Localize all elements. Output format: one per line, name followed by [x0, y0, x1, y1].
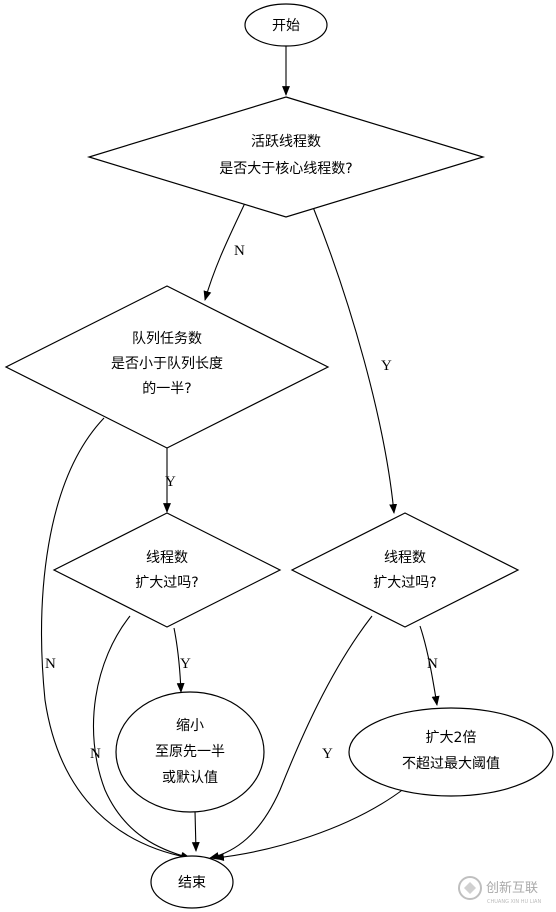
decision-queue-line-2: 是否小于队列长度	[111, 356, 223, 372]
decision-active-line-2: 是否大于核心线程数?	[219, 161, 352, 177]
edge-label-active-yes: Y	[381, 358, 392, 374]
process-expand: 扩大2倍 不超过最大阈值	[348, 707, 554, 797]
start-label: 开始	[272, 18, 300, 34]
edge-active-yes	[312, 206, 398, 514]
decision-right-line-2: 扩大过吗?	[373, 575, 436, 591]
end-label: 结束	[178, 875, 206, 891]
decision-left-line-1: 线程数	[146, 550, 188, 566]
decision-queue-line-1: 队列任务数	[132, 331, 202, 347]
process-shrink: 缩小 至原先一半 或默认值	[115, 691, 265, 813]
decision-active-threads: 活跃线程数 是否大于核心线程数?	[86, 96, 486, 218]
decision-queue-size: 队列任务数 是否小于队列长度 的一半?	[4, 285, 330, 449]
edge-left-yes	[173, 627, 185, 693]
edge-queue-no	[41, 417, 191, 861]
edge-label-queue-yes: Y	[165, 474, 176, 490]
edge-label-right-yes: Y	[322, 746, 333, 762]
edge-label-right-no: N	[427, 656, 438, 672]
start-node: 开始	[244, 3, 328, 47]
decision-left-line-2: 扩大过吗?	[135, 575, 198, 591]
edge-left-no	[92, 615, 191, 860]
watermark-subtext: CHUANG XIN HU LIAN	[487, 899, 541, 905]
edge-right-no	[419, 625, 440, 706]
end-node: 结束	[150, 855, 234, 909]
edge-label-active-no: N	[234, 243, 245, 259]
edges	[41, 46, 440, 861]
decision-right-line-1: 线程数	[384, 550, 426, 566]
expand-line-1: 扩大2倍	[426, 730, 477, 746]
shrink-line-2: 至原先一半	[155, 744, 225, 760]
decision-expanded-left: 线程数 扩大过吗?	[52, 512, 282, 628]
edge-shrink-to-end	[191, 810, 200, 852]
watermark: 创新互联 CHUANG XIN HU LIAN	[458, 876, 541, 905]
shrink-line-1: 缩小	[176, 718, 204, 734]
watermark-text: 创新互联	[486, 880, 538, 896]
decision-queue-line-3: 的一半?	[142, 381, 191, 397]
edge-expand-to-end	[214, 787, 406, 861]
edge-label-left-yes: Y	[180, 656, 191, 672]
edge-active-no	[203, 202, 246, 301]
decision-active-line-1: 活跃线程数	[251, 134, 321, 150]
edge-label-left-no: N	[90, 746, 101, 762]
watermark-logo-mark	[464, 882, 476, 894]
edge-label-queue-no: N	[45, 656, 56, 672]
edge-labels: N Y Y N Y N Y N	[45, 243, 438, 762]
edge-right-yes	[209, 615, 373, 860]
shrink-line-3: 或默认值	[162, 770, 218, 786]
watermark-logo-icon	[458, 876, 482, 900]
expand-line-2: 不超过最大阈值	[402, 756, 500, 772]
decision-expanded-right: 线程数 扩大过吗?	[290, 512, 520, 628]
